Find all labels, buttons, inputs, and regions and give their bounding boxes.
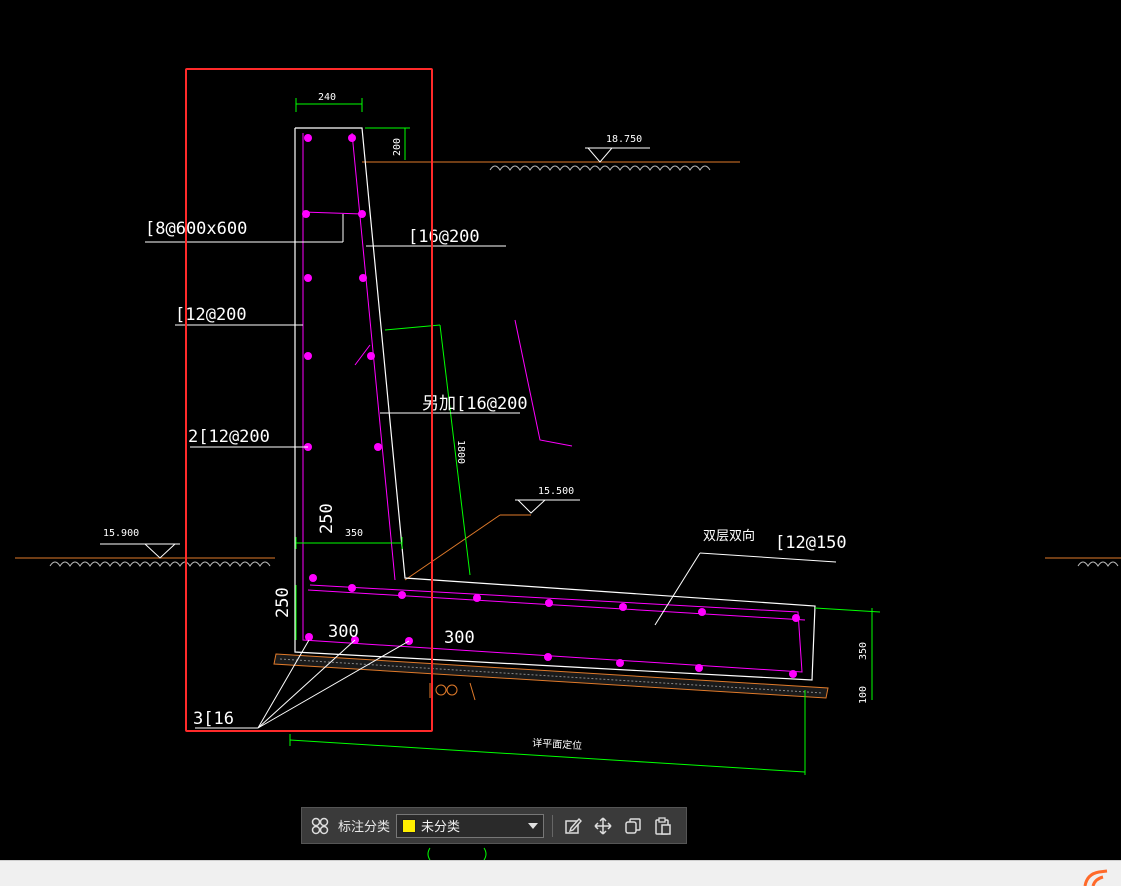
copy-icon[interactable]: [621, 814, 645, 838]
retaining-wall-outline: [294, 127, 816, 681]
rebar-label-3-16: 3[16: [193, 709, 234, 729]
dim-text-300-b: 300: [444, 628, 475, 648]
svg-text:15.500: 15.500: [538, 486, 574, 497]
rebar-label-12-150: [12@150: [775, 533, 847, 553]
dim-text-1800: 1800: [455, 440, 466, 464]
dim-text-300-a: 300: [328, 622, 359, 642]
selection-box[interactable]: [185, 68, 433, 732]
rebar-label-extra-16-200: 另加[16@200: [422, 394, 528, 414]
dim-text-350-b: 350: [858, 642, 869, 660]
category-select-value: 未分类: [421, 819, 461, 834]
app-logo-icon: [1083, 869, 1108, 886]
category-label: 标注分类: [338, 819, 391, 834]
label-double-layer: 双层双向: [703, 528, 755, 544]
ground-line-right: [1045, 557, 1121, 567]
label-plan-position: 详平面定位: [532, 736, 583, 752]
svg-text:15.900: 15.900: [103, 528, 139, 539]
rebar-dots: [302, 134, 800, 678]
drain-symbol: [429, 682, 476, 701]
annotation-toolbar: 标注分类 未分类: [301, 807, 687, 844]
svg-text:18.750: 18.750: [606, 134, 642, 145]
dim-text-250-a: 250: [317, 503, 337, 534]
elevation-marker-18750: 18.750: [585, 134, 650, 163]
dimension-lines: [289, 98, 881, 775]
dim-text-200: 200: [392, 138, 403, 156]
rebar-label-16-200: [16@200: [408, 227, 480, 247]
dim-text-250-b: 250: [273, 587, 293, 618]
status-bar: [0, 860, 1121, 886]
color-swatch: [402, 818, 417, 833]
elevation-marker-15500: 15.500: [404, 486, 580, 581]
dim-text-350-a: 350: [345, 528, 363, 539]
ground-line-top: [362, 161, 740, 171]
edit-icon[interactable]: [561, 814, 585, 838]
category-select[interactable]: 未分类: [396, 813, 545, 838]
cad-drawing-canvas[interactable]: 18.750 15.900 15.500: [0, 0, 1121, 860]
ground-line-left: [15, 557, 275, 567]
paste-icon[interactable]: [651, 814, 675, 838]
dim-text-100: 100: [858, 686, 869, 704]
foundation-pad: [273, 653, 829, 699]
rebar-lines: [302, 132, 806, 673]
rebar-label-8-600: [8@600x600: [145, 219, 247, 239]
leader-lines: [145, 214, 837, 729]
move-icon[interactable]: [591, 814, 615, 838]
chevron-down-icon: [528, 822, 539, 829]
toolbar-separator: [552, 814, 554, 837]
dim-text-240: 240: [318, 92, 336, 103]
grid-icon[interactable]: [308, 814, 332, 838]
rebar-label-12-200: [12@200: [175, 305, 247, 325]
rebar-label-2-12-200: 2[12@200: [188, 427, 270, 447]
elevation-marker-15900: 15.900: [100, 528, 180, 559]
